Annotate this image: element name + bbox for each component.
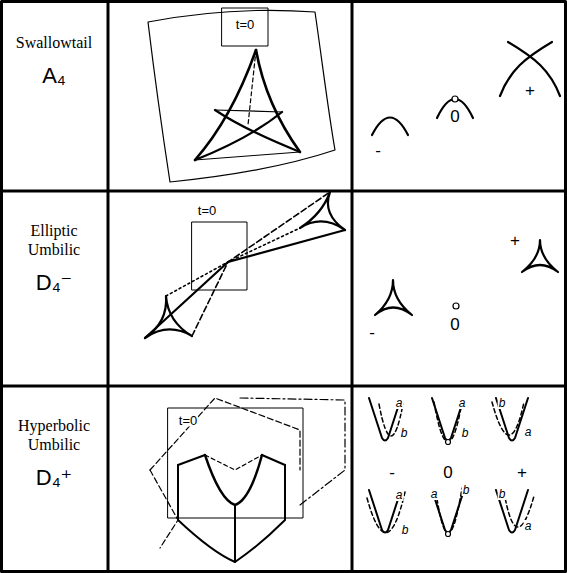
fold-section — [372, 118, 408, 136]
parameter-sign: 0 — [442, 464, 453, 481]
branch-label: a — [395, 397, 404, 409]
swallowtail-edge — [248, 50, 256, 125]
catastrophe-cell: Elliptic UmbilicD₄⁻ — [0, 191, 108, 386]
catastrophe-name: Swallowtail — [16, 33, 92, 52]
time-label: t=0 — [197, 204, 217, 217]
deltoid-section — [522, 240, 558, 272]
umbilic-point — [453, 303, 459, 309]
swallowtail-edge — [215, 110, 300, 152]
branch-label: a — [458, 397, 467, 409]
deltoid-section — [300, 192, 345, 230]
catastrophe-symbol: D₄⁺ — [36, 466, 72, 490]
branch-label: a — [524, 426, 533, 438]
catastrophe-name: Elliptic Umbilic — [4, 221, 104, 259]
umbilic-sheet — [145, 230, 345, 338]
section-figure — [369, 398, 403, 441]
umbilic-sheet — [178, 465, 285, 562]
catastrophe-cell: Hyperbolic UmbilicD₄⁺ — [0, 386, 108, 573]
swallowtail-edge — [195, 50, 256, 160]
cusp-ridge — [205, 455, 262, 505]
branch-label: b — [461, 427, 470, 439]
branch-label: b — [401, 524, 410, 536]
fold-sheet — [240, 398, 345, 505]
parameter-sign: - — [368, 324, 376, 341]
swallowtail-edge — [215, 110, 282, 112]
table-rule — [0, 190, 567, 193]
parameter-sign: 0 — [449, 316, 460, 333]
parameter-sign: 0 — [449, 108, 460, 125]
section-figure — [367, 490, 405, 533]
branch-label: a — [524, 520, 533, 532]
swallowtail-edge — [195, 152, 300, 160]
dashed-branch — [436, 488, 462, 533]
umbilic-sheet — [166, 228, 300, 296]
contact-point — [446, 532, 451, 537]
catastrophe-cell: SwallowtailA₄ — [0, 0, 108, 191]
cusp-point — [452, 96, 458, 102]
catastrophe-symbol: A₄ — [42, 64, 66, 88]
catastrophe-name: Hyperbolic Umbilic — [4, 416, 104, 454]
parameter-sign: - — [374, 142, 382, 159]
time-slice — [168, 408, 303, 518]
time-slice — [222, 8, 268, 46]
parameter-sign: + — [516, 464, 528, 481]
branch-label: b — [462, 484, 471, 496]
branch-label: b — [400, 427, 409, 439]
time-label: t=0 — [178, 414, 198, 427]
parameter-sign: + — [509, 232, 521, 249]
surface-sheet — [148, 10, 335, 182]
branch-label: a — [395, 489, 404, 501]
umbilic-sheet — [178, 455, 285, 465]
umbilic-sheet — [192, 192, 330, 336]
catastrophe-symbol: D₄⁻ — [36, 271, 72, 295]
branch-label: b — [498, 397, 507, 409]
branch-label: a — [430, 488, 439, 500]
parameter-sign: + — [524, 82, 536, 99]
cusp-ridge — [205, 455, 262, 470]
section-figure — [492, 398, 528, 441]
cusp-ridge — [234, 505, 236, 562]
fold-sheet — [150, 470, 178, 548]
contact-point — [446, 440, 451, 445]
deltoid-section — [375, 280, 412, 315]
branch-label: b — [498, 488, 507, 500]
time-label: t=0 — [235, 18, 255, 31]
swallowtail-edge — [195, 112, 282, 160]
parameter-sign: - — [388, 464, 396, 481]
fold-sheet — [150, 398, 300, 470]
table-rule — [107, 0, 110, 573]
table-rule — [351, 0, 354, 573]
table-rule — [0, 385, 567, 388]
